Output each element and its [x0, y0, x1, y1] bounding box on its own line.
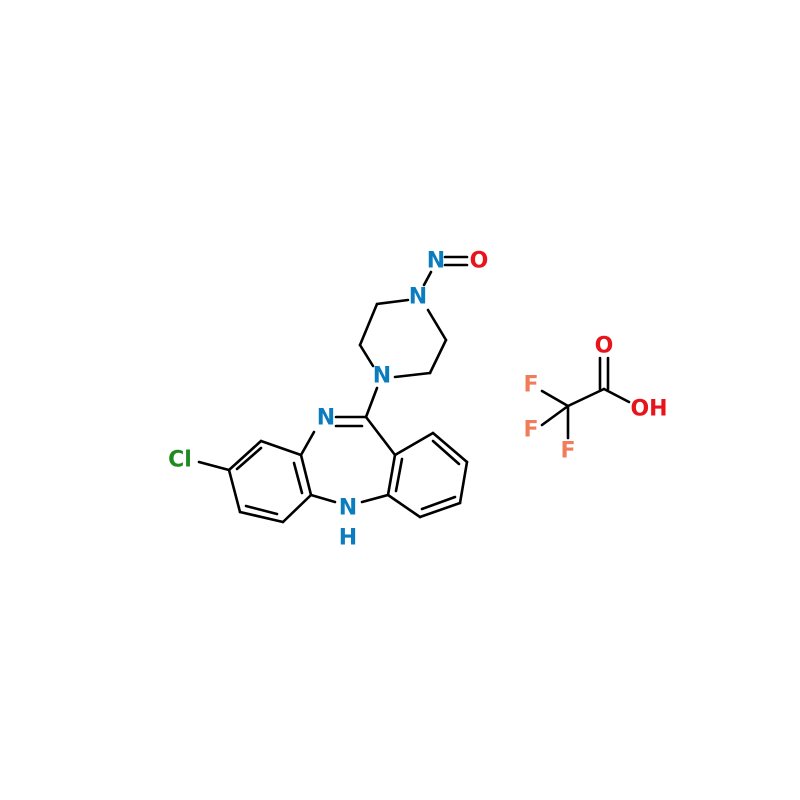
bond: [358, 302, 379, 347]
bond: [235, 446, 263, 471]
bond: [375, 298, 410, 306]
amine-nitrogen-label: N: [339, 496, 357, 521]
bond: [418, 501, 462, 519]
atom-labels: Cl N N H N N N O F F F O OH: [168, 249, 667, 551]
bond: [422, 270, 433, 287]
bond: [364, 415, 397, 457]
bond: [540, 404, 570, 427]
bond: [393, 371, 432, 379]
bond: [431, 439, 461, 466]
chlorine-atom-label: Cl: [168, 448, 192, 473]
bond: [227, 468, 242, 514]
piperazine-nitrogen-lower-label: N: [373, 364, 391, 389]
bond: [299, 453, 313, 497]
nitroso-oxygen-label: O: [470, 249, 489, 274]
bond: [426, 308, 448, 342]
carbonyl-oxygen-label: O: [595, 334, 614, 359]
bond: [602, 387, 631, 404]
hydroxyl-label: OH: [630, 397, 667, 422]
bond: [197, 460, 231, 472]
bond: [386, 493, 422, 519]
bond: [227, 439, 263, 472]
bond: [420, 495, 457, 511]
bond: [360, 493, 390, 504]
bond: [309, 493, 337, 504]
bond: [386, 453, 397, 497]
bond: [393, 431, 435, 457]
bond: [458, 460, 469, 505]
piperazine-nitrogen-upper-label: N: [409, 285, 427, 310]
bond: [394, 457, 404, 493]
amine-hydrogen-label: H: [339, 526, 357, 551]
bond: [244, 504, 279, 516]
bond: [358, 343, 375, 368]
bond: [281, 493, 313, 524]
nitroso-nitrogen-label: N: [427, 249, 445, 274]
fluorine-atom-label-3: F: [560, 439, 575, 464]
bonds: [197, 255, 631, 524]
bond: [431, 431, 469, 464]
bond: [428, 338, 448, 375]
bond: [364, 386, 379, 419]
bond: [292, 461, 304, 495]
imine-nitrogen-label: N: [317, 406, 335, 431]
bond: [238, 510, 285, 524]
bond: [299, 430, 316, 457]
bond: [566, 387, 606, 408]
bond: [259, 439, 303, 457]
fluorine-atom-label-2: F: [523, 418, 538, 443]
bond: [540, 389, 570, 408]
fluorine-atom-label-1: F: [523, 373, 538, 398]
